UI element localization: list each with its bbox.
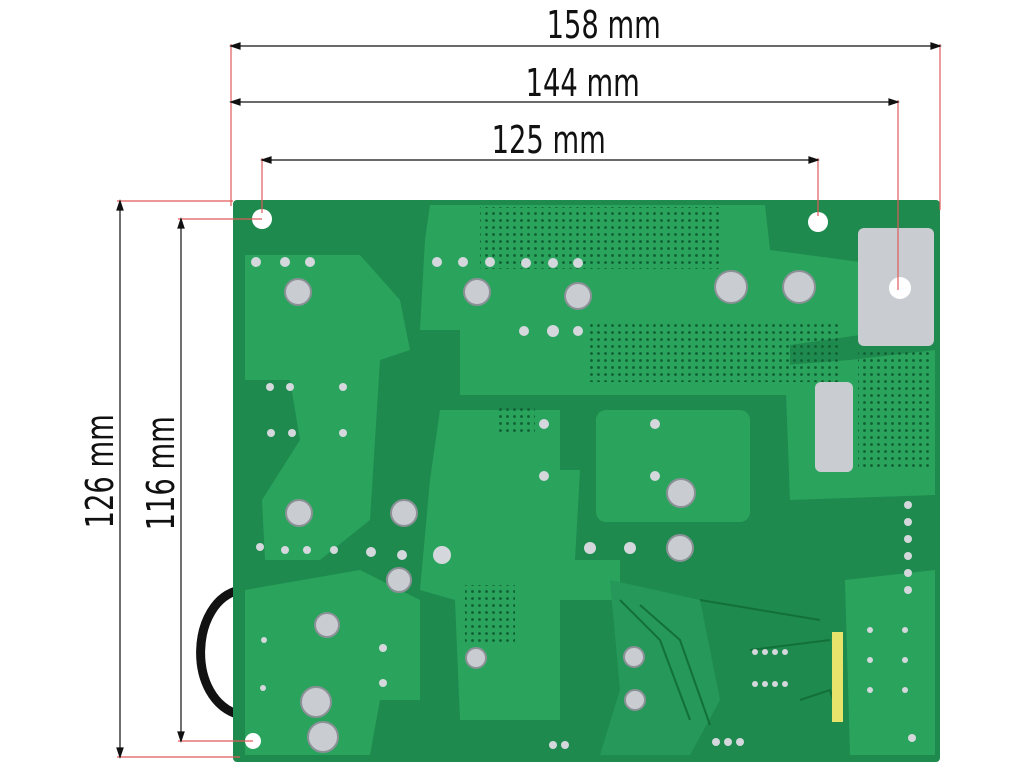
dimension-label-height-holes: 116 mm bbox=[139, 416, 183, 531]
copper-region bbox=[596, 410, 750, 522]
dimension-label-height-outer: 126 mm bbox=[78, 414, 122, 529]
mounting-hole bbox=[889, 277, 911, 299]
copper-region bbox=[245, 570, 420, 755]
copper-region bbox=[245, 255, 410, 560]
copper-region bbox=[600, 580, 720, 755]
solder-tab bbox=[815, 382, 853, 472]
mounting-hole bbox=[808, 212, 828, 232]
via-array bbox=[495, 408, 535, 436]
solder-joints bbox=[251, 257, 916, 749]
via-array bbox=[465, 585, 515, 645]
power-cable bbox=[196, 585, 245, 720]
traces bbox=[619, 599, 841, 726]
extension-lines bbox=[117, 44, 941, 758]
via-array bbox=[588, 322, 838, 382]
dimension-lines bbox=[116, 42, 942, 759]
screw-terminals bbox=[284, 270, 816, 753]
yellow-component bbox=[832, 632, 843, 722]
dimension-label-width-holes-inner: 125 mm bbox=[491, 118, 606, 162]
dimension-label-width-holes-outer: 144 mm bbox=[525, 61, 640, 105]
copper-region bbox=[845, 570, 935, 755]
dimension-label-width-outer: 158 mm bbox=[546, 3, 661, 47]
circuit-board bbox=[233, 200, 940, 762]
via-array bbox=[480, 207, 720, 269]
via-array bbox=[858, 350, 933, 468]
